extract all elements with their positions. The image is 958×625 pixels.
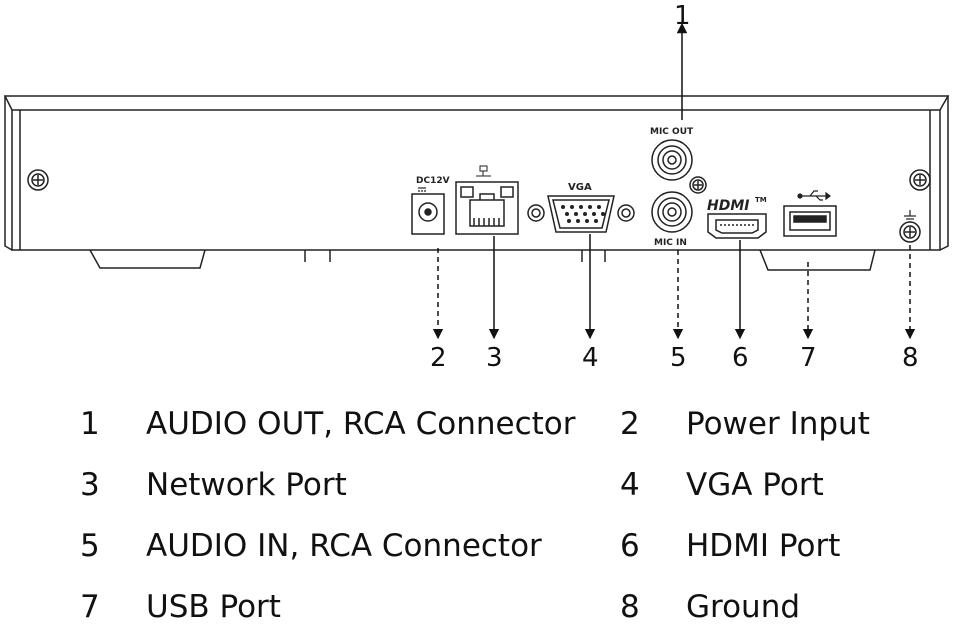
legend-number: 3 <box>80 467 100 503</box>
power-symbol-icon <box>418 187 426 192</box>
hdmi-logo: HDMI <box>707 198 749 214</box>
legend-label: Power Input <box>686 406 870 442</box>
audio-out-rca-connector[interactable] <box>651 139 693 181</box>
vga-port[interactable] <box>527 195 635 233</box>
hdmi-tm: TM <box>755 196 767 204</box>
legend-number: 2 <box>620 406 640 442</box>
power-label: DC12V <box>416 176 450 186</box>
callout-3: 3 <box>486 343 503 373</box>
legend-number: 1 <box>80 406 100 442</box>
hdmi-port[interactable] <box>707 213 767 239</box>
mic-out-label: MIC OUT <box>650 127 694 137</box>
ground-screw[interactable] <box>899 221 921 243</box>
network-icon <box>476 165 491 177</box>
legend-label: AUDIO IN, RCA Connector <box>146 528 542 564</box>
legend-label: Ground <box>686 589 801 625</box>
legend-label: USB Port <box>146 589 281 625</box>
callout-4: 4 <box>582 343 599 373</box>
callout-leaders <box>432 22 916 340</box>
chassis <box>3 95 950 271</box>
legend-number: 6 <box>620 528 640 564</box>
usb-port[interactable] <box>783 205 837 237</box>
left-mount-screw-icon <box>27 169 49 191</box>
legend-number: 7 <box>80 589 100 625</box>
legend-number: 8 <box>620 589 640 625</box>
legend-number: 4 <box>620 467 640 503</box>
ground-icon <box>904 210 916 223</box>
vga-label: VGA <box>568 182 592 193</box>
usb-icon <box>797 190 831 201</box>
callout-1: 1 <box>674 1 691 31</box>
mic-in-label: MIC IN <box>654 238 687 248</box>
legend-label: VGA Port <box>686 467 824 503</box>
power-input-jack[interactable] <box>411 193 445 235</box>
callout-8: 8 <box>902 343 919 373</box>
legend-label: AUDIO OUT, RCA Connector <box>146 406 576 442</box>
callout-7: 7 <box>800 343 817 373</box>
network-port[interactable] <box>455 181 519 235</box>
rear-panel-diagram: DC12V VGA MIC OUT <box>3 1 950 373</box>
legend-label: Network Port <box>146 467 347 503</box>
legend-number: 5 <box>80 528 100 564</box>
right-mount-screw-icon <box>909 169 931 191</box>
case-screw-icon <box>689 176 707 194</box>
callout-6: 6 <box>732 343 749 373</box>
callout-2: 2 <box>430 343 447 373</box>
legend-label: HDMI Port <box>686 528 841 564</box>
callout-5: 5 <box>670 343 687 373</box>
audio-in-rca-connector[interactable] <box>651 191 693 233</box>
